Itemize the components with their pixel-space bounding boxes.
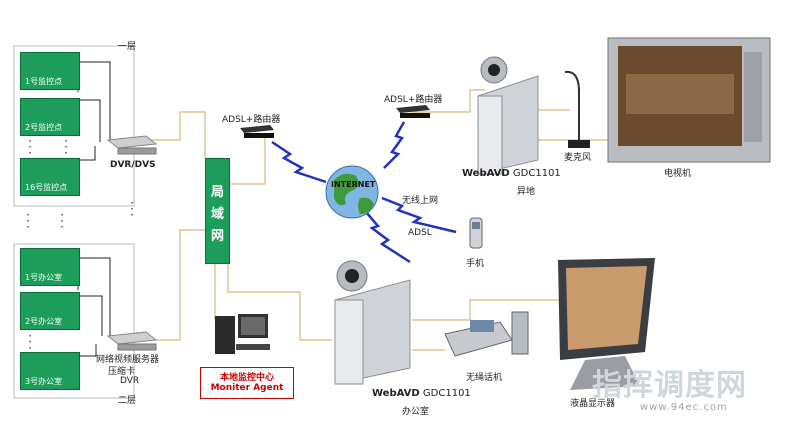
ellipsis-vertical: ···	[26, 208, 30, 234]
wireless-links	[271, 121, 457, 264]
monitor-point-2: 2号监控点	[20, 98, 80, 136]
ellipsis-vertical: ···	[130, 196, 134, 222]
adsl-label: ADSL	[408, 228, 432, 238]
television	[607, 37, 771, 163]
server-device	[106, 331, 158, 351]
floor1-frame	[13, 45, 135, 207]
local-center-subtitle: Moniter Agent	[210, 383, 284, 393]
local-center-title: 本地监控中心	[219, 373, 274, 383]
lan-char-2: 域	[210, 207, 224, 222]
phone-label: 手机	[466, 259, 485, 269]
office-3-label: 3号办公室	[25, 377, 63, 386]
router-right	[396, 105, 430, 118]
server-label-line1: 网络视频服务器	[96, 355, 160, 365]
cordless-phone	[444, 311, 529, 357]
lan-box: 局 域 网	[205, 158, 230, 264]
office-brand: WebAVD	[372, 388, 420, 399]
monitor-point-1: 1号监控点	[20, 52, 80, 90]
office-3: 3号办公室	[20, 352, 80, 390]
remote-brand: WebAVD	[462, 168, 510, 179]
router-left-label: ADSL+路由器	[222, 115, 281, 125]
ellipsis-vertical: ···	[28, 329, 32, 355]
internet-globe	[325, 165, 379, 219]
router-left	[240, 125, 274, 138]
wireless-label: 无线上网	[402, 196, 439, 206]
ellipsis-vertical: ···	[28, 134, 32, 160]
remote-model: GDC1101	[512, 168, 561, 179]
lan-char-1: 局	[210, 185, 224, 200]
monitor-point-16: 16号监控点	[20, 158, 80, 196]
mic-label: 麦克风	[564, 153, 592, 163]
office-place-label: 办公室	[402, 407, 430, 417]
floor2-label: 二层	[118, 396, 137, 406]
tv-label: 电视机	[664, 169, 692, 179]
microphone	[564, 70, 590, 148]
monitor-point-2-label: 2号监控点	[25, 123, 63, 132]
lan-char-3: 网	[210, 229, 224, 244]
remote-model-label: WebAVD GDC1101	[462, 168, 561, 179]
cordless-label: 无绳话机	[466, 373, 503, 383]
server-label-line3: DVR	[120, 376, 140, 386]
router-right-label: ADSL+路由器	[384, 95, 443, 105]
lcd-monitor	[558, 258, 655, 390]
monitor-point-1-label: 1号监控点	[25, 77, 63, 86]
watermark-url: www.94ec.com	[640, 402, 728, 413]
office-terminal	[334, 260, 411, 385]
server-label-line2: 压缩卡	[108, 367, 136, 377]
lcd-label: 液晶显示器	[570, 399, 616, 409]
office-2-label: 2号办公室	[25, 317, 63, 326]
watermark-text: 指挥调度网	[592, 368, 747, 403]
office-model-label: WebAVD GDC1101	[372, 388, 471, 399]
monitor-point-16-label: 16号监控点	[25, 183, 68, 192]
local-pc	[215, 314, 270, 354]
internet-label: INTERNET	[331, 180, 376, 189]
mobile-phone	[469, 217, 483, 249]
office-2: 2号办公室	[20, 292, 80, 330]
dvr-device	[106, 135, 158, 155]
floor1-label: 一层	[118, 42, 137, 52]
remote-terminal	[477, 56, 539, 175]
remote-place-label: 异地	[517, 187, 536, 197]
office-1-label: 1号办公室	[25, 273, 63, 282]
dvr-label: DVR/DVS	[110, 160, 156, 170]
lan-cables	[150, 89, 610, 351]
ellipsis-vertical: ···	[64, 134, 68, 160]
local-center-box: 本地监控中心 Moniter Agent	[200, 367, 294, 399]
floor2-frame	[13, 243, 135, 399]
office-model: GDC1101	[422, 388, 471, 399]
ellipsis-vertical: ···	[60, 208, 64, 234]
office-1: 1号办公室	[20, 248, 80, 286]
